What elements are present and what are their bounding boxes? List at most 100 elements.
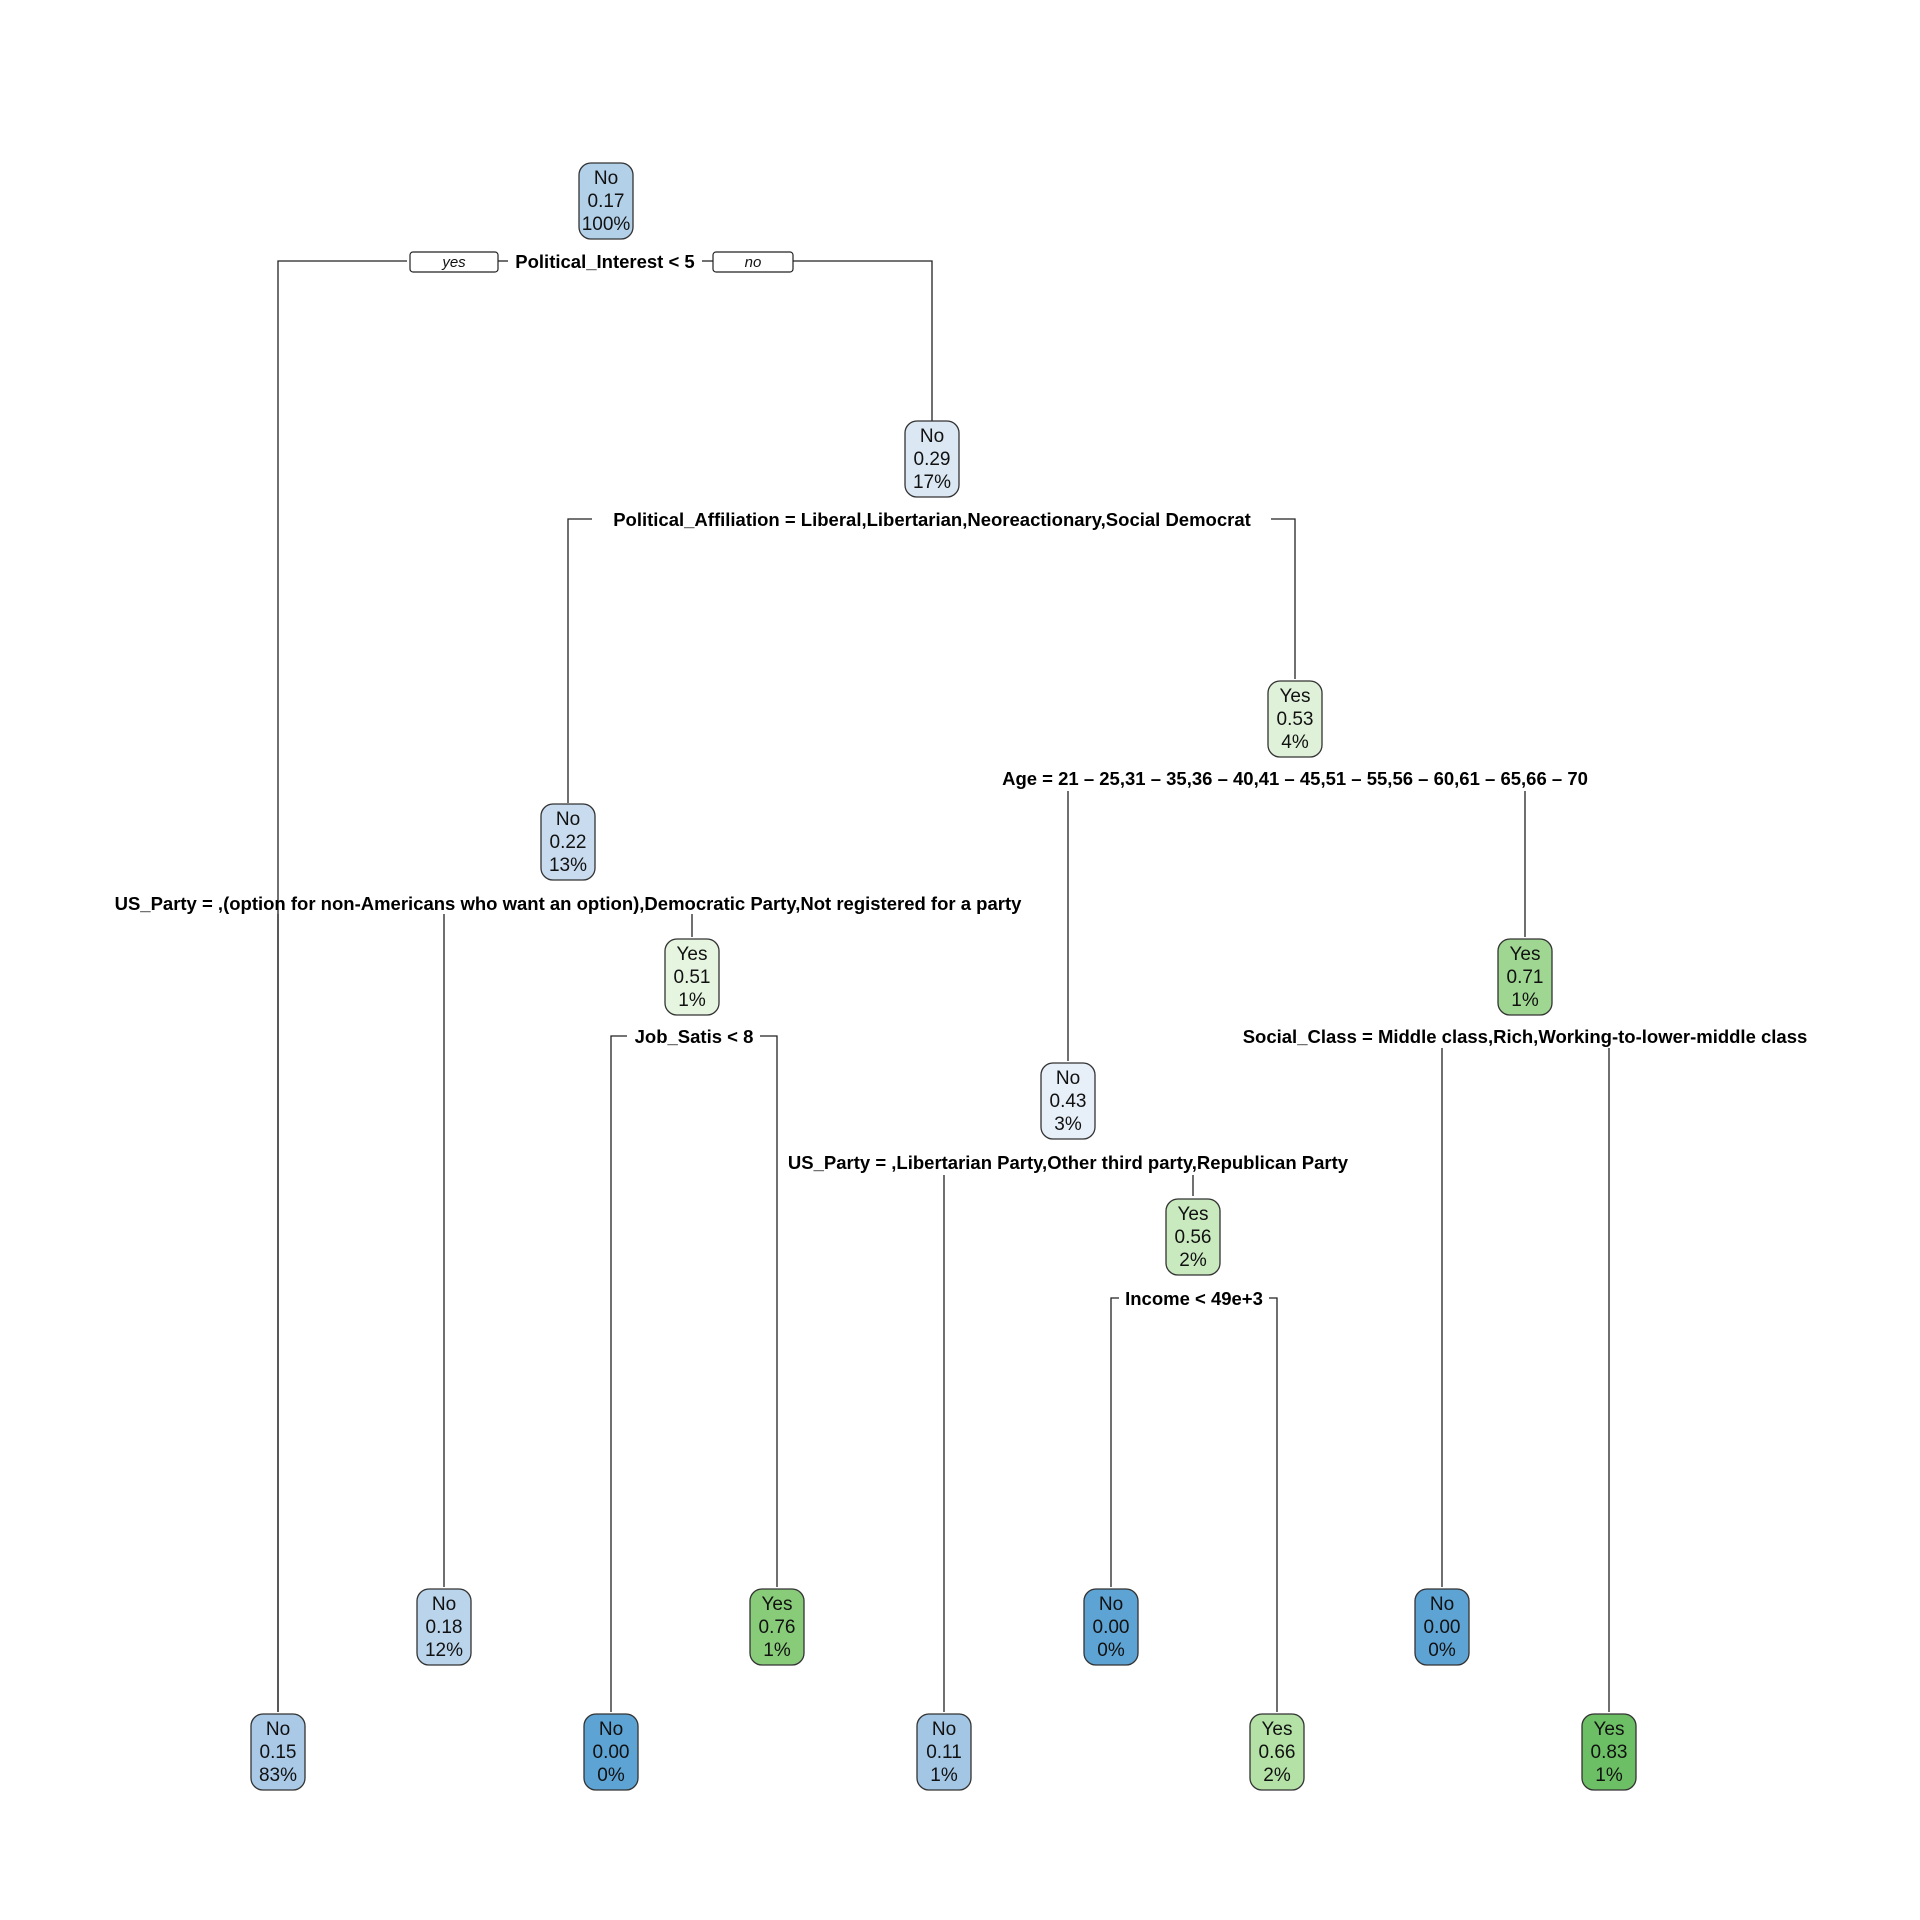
edge-n29-left	[1110, 1297, 1119, 1587]
node-prob: 0.43	[1050, 1091, 1087, 1112]
node-prob: 0.17	[588, 191, 625, 212]
node-class: Yes	[677, 944, 708, 965]
node-prob: 0.29	[914, 449, 951, 470]
edge-root-left	[277, 260, 407, 1712]
node-box	[1083, 1588, 1139, 1666]
node-box	[578, 162, 634, 240]
node-prob: 0.53	[1277, 709, 1314, 730]
node-prob: 0.00	[1424, 1617, 1461, 1638]
node-box	[250, 1713, 306, 1791]
split-age: Age = 21 – 25,31 – 35,36 – 40,41 – 45,51…	[1002, 768, 1588, 789]
node-box	[1267, 680, 1323, 758]
node-box	[904, 420, 960, 498]
node-percent: 1%	[678, 990, 706, 1011]
node-percent: 3%	[1054, 1114, 1082, 1135]
node-percent: 83%	[259, 1765, 297, 1786]
edge-n29-right	[1269, 1297, 1278, 1712]
node-box	[1249, 1713, 1305, 1791]
node-class: No	[599, 1719, 623, 1740]
split-political-interest: Political_Interest < 5	[515, 251, 694, 272]
node-class: No	[266, 1719, 290, 1740]
node-box	[664, 938, 720, 1016]
node-prob: 0.56	[1175, 1227, 1212, 1248]
node-class: Yes	[762, 1594, 793, 1615]
node-prob: 0.15	[260, 1742, 297, 1763]
node-percent: 0%	[1097, 1640, 1125, 1661]
node-box	[1581, 1713, 1637, 1791]
node-class: Yes	[1594, 1719, 1625, 1740]
node-box	[1414, 1588, 1470, 1666]
node-prob: 0.11	[926, 1742, 962, 1763]
node-percent: 4%	[1281, 732, 1309, 753]
tree-node-leaf58: No0.000%	[1083, 1588, 1139, 1666]
node-percent: 1%	[1595, 1765, 1623, 1786]
edge-n3-left	[567, 518, 592, 803]
node-percent: 100%	[582, 214, 631, 235]
node-box	[749, 1588, 805, 1666]
node-prob: 0.66	[1259, 1742, 1296, 1763]
node-percent: 12%	[425, 1640, 463, 1661]
tree-edges	[277, 260, 1610, 1712]
split-labels: Political_Interest < 5 Political_Affilia…	[115, 251, 1808, 1309]
node-class: No	[556, 809, 580, 830]
split-income: Income < 49e+3	[1125, 1288, 1263, 1309]
node-percent: 17%	[913, 472, 951, 493]
edge-root-right	[793, 260, 933, 421]
split-us-party-1: US_Party = ,(option for non-Americans wh…	[115, 893, 1023, 914]
node-box	[1165, 1198, 1221, 1276]
tree-node-leaf26: No0.000%	[583, 1713, 639, 1791]
tree-node-leaf30: No0.000%	[1414, 1588, 1470, 1666]
node-prob: 0.18	[426, 1617, 463, 1638]
node-class: No	[594, 168, 618, 189]
yes-tag: yes	[409, 251, 499, 273]
split-social-class: Social_Class = Middle class,Rich,Working…	[1243, 1026, 1808, 1047]
node-class: No	[1056, 1068, 1080, 1089]
edge-n13-right	[760, 1035, 778, 1587]
node-percent: 0%	[1428, 1640, 1456, 1661]
node-prob: 0.76	[759, 1617, 796, 1638]
node-percent: 1%	[763, 1640, 791, 1661]
node-box	[583, 1713, 639, 1791]
node-box	[916, 1713, 972, 1791]
split-political-affiliation: Political_Affiliation = Liberal,Libertar…	[613, 509, 1251, 530]
node-class: Yes	[1510, 944, 1541, 965]
node-percent: 13%	[549, 855, 587, 876]
no-tag: no	[712, 251, 794, 273]
tree-nodes: No0.17100%No0.2917%No0.2213%Yes0.534%Yes…	[250, 162, 1637, 1791]
node-percent: 2%	[1179, 1250, 1207, 1271]
node-percent: 0%	[597, 1765, 625, 1786]
node-box	[1040, 1062, 1096, 1140]
node-percent: 1%	[930, 1765, 958, 1786]
no-label: no	[745, 254, 762, 271]
split-job-satis: Job_Satis < 8	[635, 1026, 754, 1047]
node-class: No	[1099, 1594, 1123, 1615]
node-class: No	[932, 1719, 956, 1740]
node-prob: 0.22	[550, 832, 587, 853]
node-class: No	[432, 1594, 456, 1615]
edge-n3-right	[1271, 518, 1296, 679]
split-us-party-2: US_Party = ,Libertarian Party,Other thir…	[788, 1152, 1349, 1173]
yes-label: yes	[441, 254, 466, 271]
node-prob: 0.51	[674, 967, 711, 988]
node-prob: 0.00	[593, 1742, 630, 1763]
edge-n13-left	[610, 1035, 627, 1712]
node-prob: 0.83	[1591, 1742, 1628, 1763]
node-class: No	[920, 426, 944, 447]
tree-node-leaf28: No0.111%	[916, 1713, 972, 1791]
node-percent: 1%	[1511, 990, 1539, 1011]
node-class: Yes	[1178, 1204, 1209, 1225]
node-prob: 0.71	[1507, 967, 1544, 988]
node-percent: 2%	[1263, 1765, 1291, 1786]
